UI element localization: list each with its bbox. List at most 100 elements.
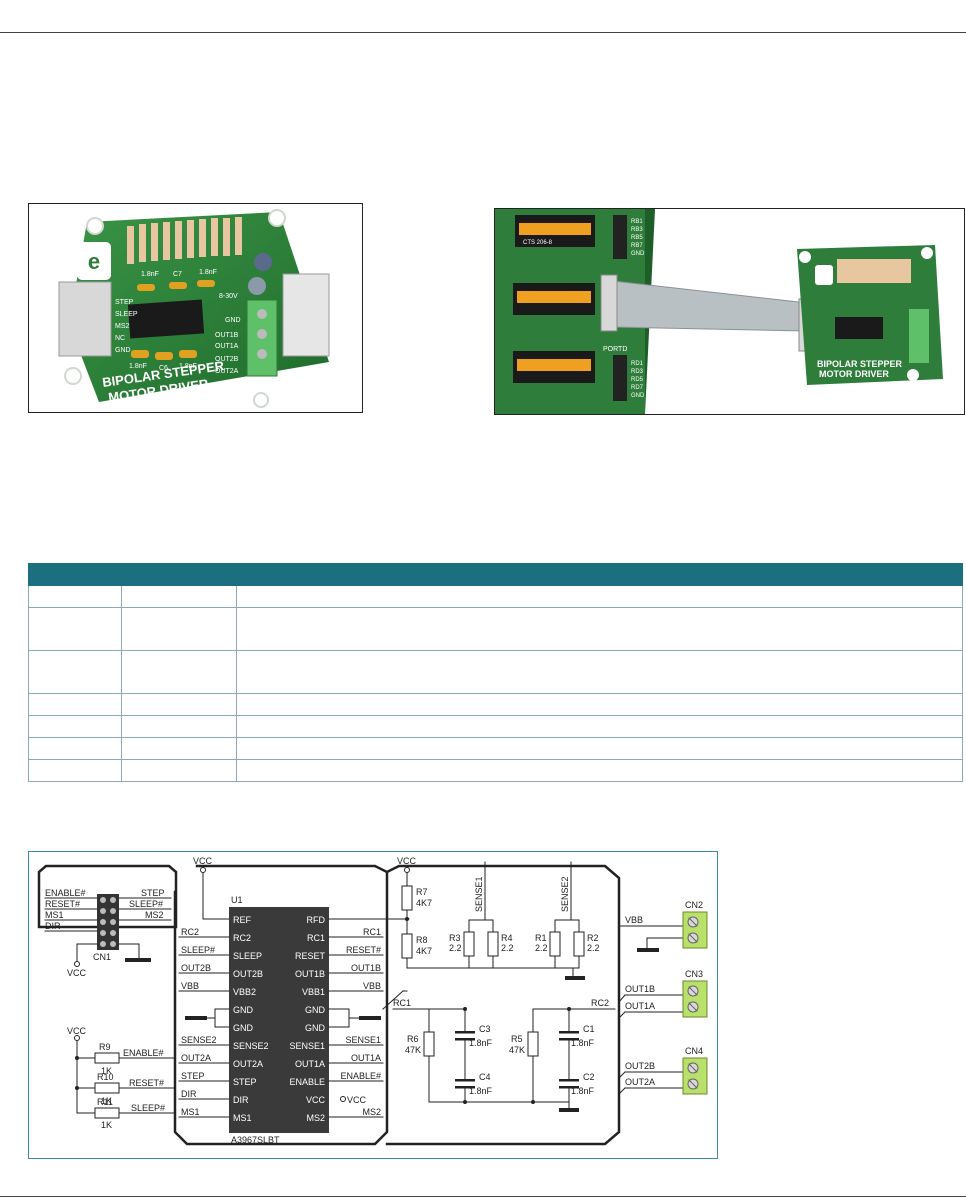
junction: [531, 1100, 535, 1104]
svg-text:ENABLE#: ENABLE#: [340, 1071, 381, 1081]
ref-label: R8: [416, 935, 428, 945]
port-d-pin: RD1: [631, 361, 644, 367]
value-label: 1K: [101, 1120, 112, 1130]
resistor-r9: [94, 1052, 120, 1064]
silk-pin: NC: [115, 335, 125, 342]
table-header: [28, 563, 963, 586]
header-pins: [613, 355, 627, 401]
resistor-r4: [487, 931, 499, 957]
ref-label: R1: [535, 933, 547, 943]
junction: [75, 1056, 79, 1060]
resistor-r10: [94, 1082, 120, 1094]
svg-text:ENABLE: ENABLE: [289, 1077, 325, 1087]
capacitor: [131, 350, 149, 358]
port-d-pin: GND: [631, 393, 645, 399]
svg-text:GND: GND: [233, 1005, 254, 1015]
header-wires: [44, 897, 172, 963]
board-subtitle: MOTOR DRIVER: [819, 369, 889, 379]
net-label: RC1: [393, 998, 411, 1008]
board-photo: e 1.8nF C7 1.8nF STEP SLEEP MS2 NC GND 8…: [28, 203, 363, 413]
net-label: VBB: [625, 915, 643, 925]
silk-cap: C7: [173, 271, 182, 278]
svg-text:STEP: STEP: [233, 1077, 257, 1087]
ref-label: R4: [501, 933, 513, 943]
ref-label: R6: [407, 1034, 419, 1044]
ref-label: R3: [449, 933, 461, 943]
svg-text:SENSE2: SENSE2: [233, 1041, 269, 1051]
port-b-pin: GND: [631, 251, 645, 257]
table-row: [28, 650, 963, 694]
ref-label: R11: [97, 1097, 113, 1107]
junction: [463, 1100, 467, 1104]
vcc-terminal: [74, 961, 80, 967]
sense-label: SENSE1: [474, 876, 484, 912]
header-outline: [37, 864, 178, 929]
ref-label: R10: [97, 1072, 114, 1082]
value-label: 2.2: [587, 943, 600, 953]
junction: [463, 1007, 467, 1011]
silk-cap: 1.8nF: [141, 271, 159, 278]
value-label: 1.8nF: [571, 1086, 595, 1096]
sense-label: SENSE2: [560, 876, 570, 912]
board-title: BIPOLAR STEPPER: [817, 359, 903, 369]
value-label: 2.2: [501, 943, 514, 953]
resistor-row: [127, 217, 242, 264]
svg-text:RC1: RC1: [363, 927, 381, 937]
silk-pin: OUT1B: [215, 332, 239, 339]
silk-pin: GND: [225, 317, 241, 324]
silk-pin: 8-30V: [219, 293, 238, 300]
svg-text:RESET#: RESET#: [346, 945, 381, 955]
vcc-terminal: [404, 867, 410, 873]
table-row: [28, 693, 963, 716]
ic-chip: [835, 317, 883, 339]
svg-text:OUT1B: OUT1B: [351, 963, 381, 973]
svg-text:GND: GND: [233, 1023, 254, 1033]
chip-ref: U1: [231, 895, 243, 905]
port-b-pin: RB5: [631, 235, 643, 241]
svg-text:MS1: MS1: [233, 1113, 252, 1123]
resistor-r11: [94, 1107, 120, 1119]
net-label: OUT2A: [625, 1077, 655, 1087]
svg-text:SENSE2: SENSE2: [181, 1035, 217, 1045]
idc-socket: [282, 273, 330, 357]
resistor-r5: [527, 1031, 539, 1057]
svg-text:MS1: MS1: [181, 1107, 200, 1117]
vcc-label: VCC: [67, 968, 87, 978]
value-label: 47K: [509, 1045, 525, 1055]
value-label: 2.2: [535, 943, 548, 953]
port-b-pin: RB7: [631, 243, 643, 249]
mount-hole: [799, 251, 811, 263]
idc-header: [58, 281, 112, 357]
mount-hole: [86, 217, 104, 235]
sense-wires: [406, 861, 580, 977]
table-row: [28, 607, 963, 651]
value-label: 1.8nF: [469, 1038, 493, 1048]
value-label: 2.2: [449, 943, 462, 953]
svg-text:SLEEP#: SLEEP#: [181, 945, 215, 955]
silk-cap: 1.8nF: [179, 363, 197, 370]
svg-text:MS2: MS2: [362, 1107, 381, 1117]
resistor-r3: [463, 931, 475, 957]
pullup-wires: [76, 1040, 176, 1114]
ref-label: R9: [99, 1042, 111, 1052]
capacitor: [137, 284, 155, 291]
svg-text:RC1: RC1: [307, 933, 325, 943]
logo: [77, 242, 111, 280]
vcc-label: VCC: [397, 856, 417, 866]
capacitors: [455, 1031, 579, 1089]
ref-label: C1: [583, 1024, 595, 1034]
ground-symbol: [185, 1016, 207, 1020]
connector-cn2: CN2: [682, 900, 708, 949]
net-label: OUT2B: [625, 1061, 655, 1071]
net-label: OUT1B: [625, 984, 655, 994]
svg-text:RESET: RESET: [295, 951, 326, 961]
header-pins: [613, 215, 627, 259]
svg-text:SENSE1: SENSE1: [345, 1035, 381, 1045]
dip-switch: [513, 215, 595, 383]
svg-text:GND: GND: [305, 1005, 326, 1015]
ref-label: R7: [416, 887, 428, 897]
svg-text:VBB: VBB: [181, 981, 199, 991]
mount-hole: [921, 247, 933, 259]
chip-pin-wires: [178, 918, 410, 1118]
value-label: 47K: [405, 1045, 421, 1055]
